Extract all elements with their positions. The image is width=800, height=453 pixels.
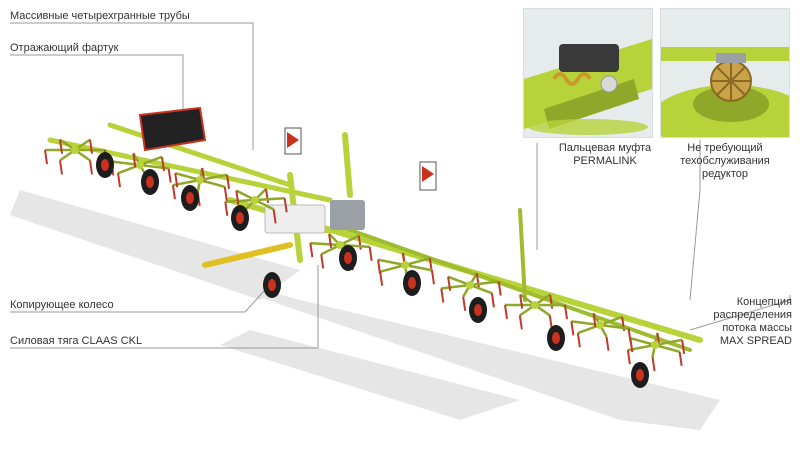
label-apron: Отражающий фартук [10,42,119,54]
label-spread: Концепция распределения потока массы MAX… [680,296,792,348]
label-gearbox-line-1: Не требующий [687,142,763,154]
label-spread-line-2: распределения [713,309,792,321]
wheel [181,185,199,211]
label-tubes: Массивные четырехгранные трубы [10,10,190,22]
wheel [339,245,357,271]
wheel [263,272,281,298]
label-spread-line-4: MAX SPREAD [719,335,792,347]
label-gearbox-line-3: редуктор [702,168,748,180]
rotor [504,293,568,330]
rotor [570,312,632,351]
label-coupling-line-1: Пальцевая муфта [558,142,652,154]
wheel [547,325,565,351]
wheel [141,169,159,195]
label-coupling-line-2: PERMALINK [573,155,637,167]
wheel [96,152,114,178]
label-gearbox-line-2: техобслуживания [680,155,770,167]
label-spread-line-1: Концепция [736,296,792,308]
rotor [44,138,108,175]
label-spread-line-3: потока массы [722,322,792,334]
rotor [224,187,288,226]
label-coupling: Пальцевая муфта PERMALINK [540,142,670,168]
rotor [110,152,172,191]
rotor [309,232,373,271]
label-gearbox: Не требующий техобслуживания редуктор [660,142,790,181]
wheel [231,205,249,231]
wheel [403,270,421,296]
gearbox-closeup [660,8,790,138]
wheel [631,362,649,388]
label-wheel: Копирующее колесо [10,299,114,311]
permalink-coupling-closeup [523,8,653,138]
rotor [440,272,502,311]
label-ckl: Силовая тяга CLAAS CKL [10,335,143,347]
rotor [626,332,686,372]
wheel [469,297,487,323]
